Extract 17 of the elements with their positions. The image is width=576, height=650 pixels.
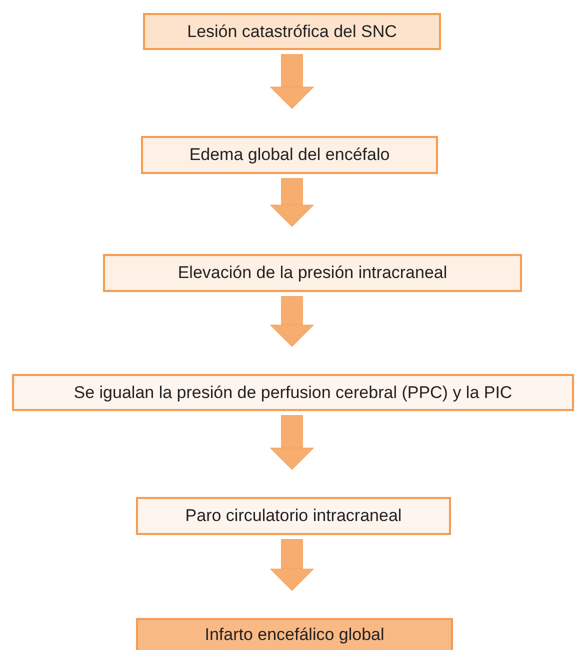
step-text: Se igualan la presión de perfusion cerebral (PPC) y la PIC: [74, 382, 512, 402]
step-text: Infarto encefálico global: [204, 625, 384, 645]
process-box: [103, 254, 522, 292]
step-text: Lesión catastrófica del SNC: [187, 22, 397, 42]
process-box: [136, 497, 451, 535]
block-arrow: [270, 296, 314, 347]
step-text: Edema global del encéfalo: [189, 145, 390, 165]
block-arrow: [270, 415, 314, 470]
process-box: [141, 136, 438, 174]
step-text: Paro circulatorio intracraneal: [185, 506, 402, 526]
block-arrow: [270, 539, 314, 591]
process-box: [136, 618, 453, 650]
block-arrow: [270, 178, 314, 227]
process-box: [143, 13, 441, 50]
step-text: Elevación de la presión intracraneal: [178, 263, 448, 283]
block-arrow: [270, 54, 314, 109]
process-box: [12, 374, 574, 411]
